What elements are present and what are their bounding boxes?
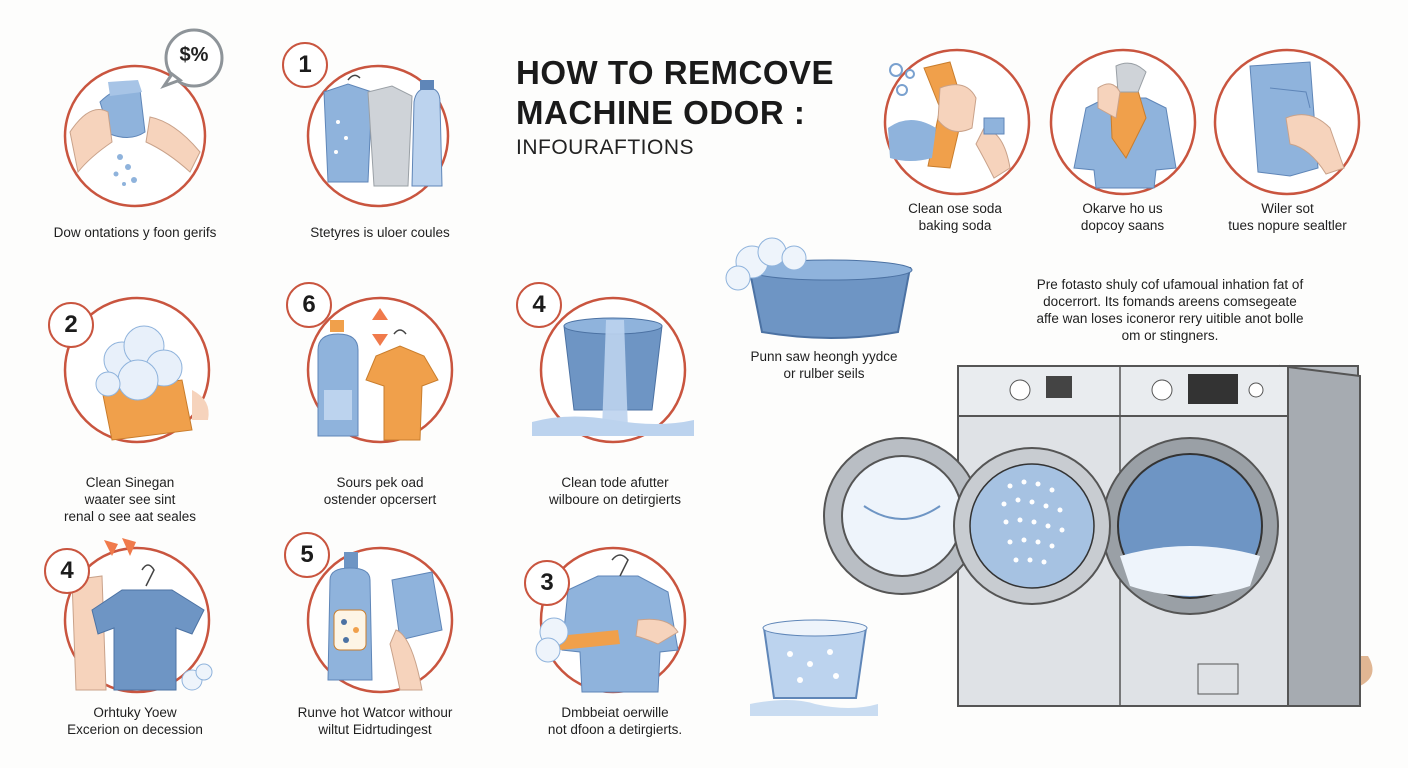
washing-machine-illustration xyxy=(820,356,1400,721)
step-illustration-foam-cloth xyxy=(52,290,222,450)
step-badge: 4 xyxy=(44,548,90,594)
step-badge: 5 xyxy=(284,532,330,578)
page-subtitle: INFOURAFTIONS xyxy=(516,136,694,159)
step-illustration-detergent-shirt xyxy=(292,290,467,450)
foamy-tub-illustration xyxy=(722,232,922,347)
step-illustration-shirt-foam xyxy=(528,540,698,700)
step-illustration-spray-bottle xyxy=(292,540,467,700)
step-illustration-squeeze-cloth xyxy=(50,62,220,212)
step-illustration-baking-soda xyxy=(880,48,1035,198)
step-badge: 1 xyxy=(282,42,328,88)
bubble-icon xyxy=(886,60,926,109)
step-badge: 6 xyxy=(286,282,332,328)
step-badge: 2 xyxy=(48,302,94,348)
caption-step-b: Stetyres is uloer coules xyxy=(310,225,450,240)
page-title-line1: HOW TO REMCOVE xyxy=(516,54,835,91)
step-illustration-blue-cloth xyxy=(1210,48,1365,198)
info-note: Pre fotasto shuly cof ufamoual inhation … xyxy=(1036,277,1304,343)
step-badge: 4 xyxy=(516,282,562,328)
caption-step-a: Dow ontations y foon gerifs xyxy=(53,225,217,240)
speech-bubble-text: $% xyxy=(179,44,209,66)
small-bucket-illustration xyxy=(750,604,880,729)
step-illustration-overflowing-bucket xyxy=(528,290,698,450)
step-illustration-hanging-clothes xyxy=(288,62,468,212)
step-illustration-shirt-hanger xyxy=(52,540,222,700)
page-title-line2: MACHINE ODOR : xyxy=(516,94,806,131)
speech-bubble: $% xyxy=(156,26,228,90)
step-badge: 3 xyxy=(524,560,570,606)
arrow-down-icon xyxy=(100,536,140,571)
step-illustration-shirt-cloth xyxy=(1046,48,1201,198)
